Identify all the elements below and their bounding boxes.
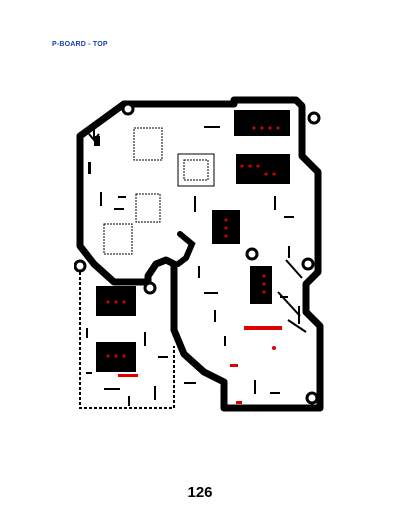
section-heading: P-BOARD - TOP bbox=[52, 41, 108, 48]
component-block-left-upper bbox=[96, 286, 136, 316]
pcb-board-top-view bbox=[73, 96, 326, 420]
pcb-layout-drawing bbox=[73, 96, 324, 412]
component-block-top-right bbox=[234, 110, 290, 136]
arrow-marker bbox=[88, 126, 100, 142]
board-outline bbox=[76, 96, 324, 412]
component-block-right-middle bbox=[236, 154, 290, 184]
component-block-right-lower bbox=[250, 266, 272, 304]
component-block-center bbox=[212, 210, 240, 244]
connector-diagonal bbox=[277, 259, 307, 333]
page-number: 126 bbox=[187, 484, 213, 501]
transformer-outline bbox=[103, 127, 215, 255]
red-trace bbox=[118, 374, 138, 377]
red-trace bbox=[230, 364, 238, 367]
red-trace bbox=[236, 401, 242, 404]
mounting-hole bbox=[73, 102, 321, 405]
board-slot bbox=[175, 231, 196, 267]
red-pad bbox=[272, 346, 276, 350]
component-block-left-lower bbox=[96, 342, 136, 372]
red-trace bbox=[244, 326, 282, 330]
lower-left-outline bbox=[79, 272, 175, 409]
